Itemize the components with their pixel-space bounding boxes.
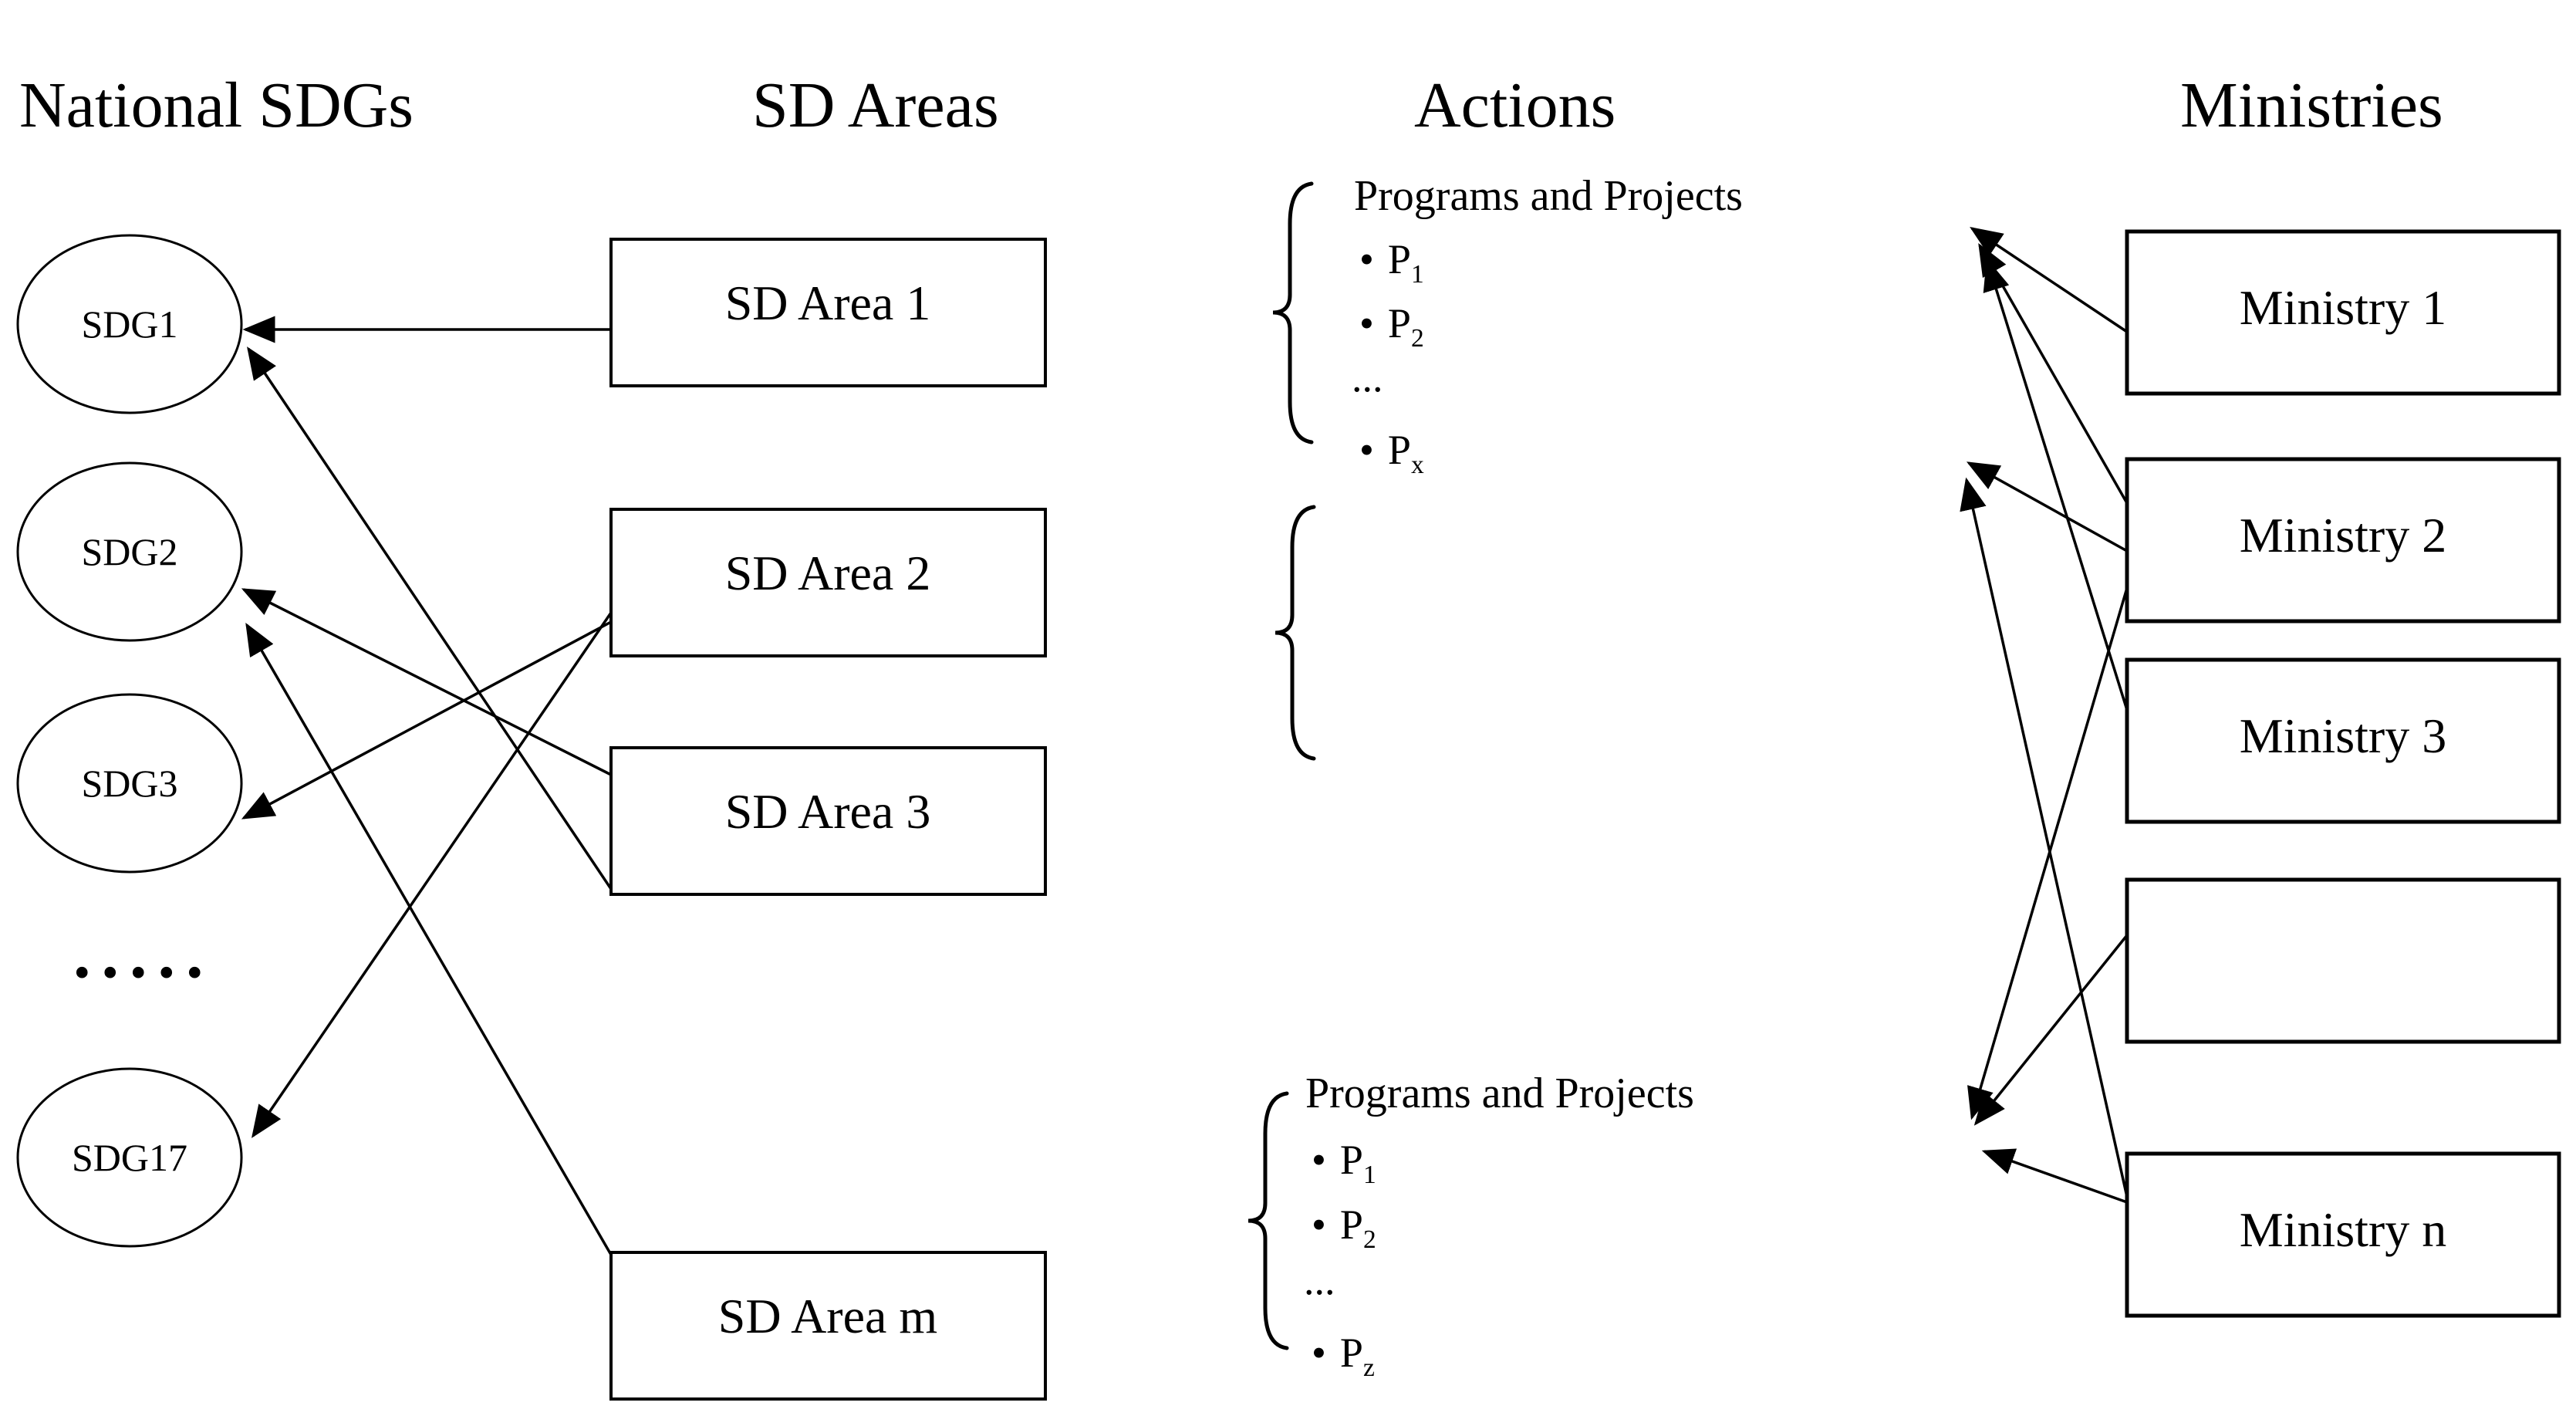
- arrow-ministryn-to-bottom-programs: [1981, 1148, 2128, 1204]
- bullet-icon: •: [1312, 1330, 1326, 1376]
- sdg3-ellipse: [16, 693, 243, 874]
- arrow-sdaream-to-sdg2: [245, 622, 613, 1255]
- sdg17-ellipse: [16, 1067, 243, 1248]
- sd-area-1-box: [609, 238, 1047, 387]
- top-programs-title: Programs and Projects: [1354, 172, 1743, 220]
- sd-area-1-label: SD Area 1: [724, 275, 931, 330]
- arrow-sdarea2-to-sdg17: [252, 612, 613, 1138]
- sdg17-label: SDG17: [71, 1136, 188, 1179]
- arrow-ministry3-to-top-programs: [1983, 258, 2129, 711]
- ministry-to-actions-arrows: [1960, 227, 2129, 1204]
- header-ministries: Ministries: [2180, 69, 2443, 141]
- ministry-n-label: Ministry n: [2239, 1202, 2447, 1257]
- sd-area-2-label: SD Area 2: [724, 546, 931, 600]
- top-program-item-px: •Px: [1359, 427, 1424, 479]
- header-national-sdgs: National SDGs: [19, 69, 414, 141]
- bullet-icon: •: [1312, 1201, 1326, 1248]
- ministry-1-label: Ministry 1: [2239, 280, 2447, 335]
- bullet-icon: •: [1359, 300, 1374, 346]
- arrow-sdarea3-to-sdg2: [241, 588, 612, 776]
- sdg2-ellipse: [16, 461, 243, 642]
- ministry-2-label: Ministry 2: [2239, 508, 2447, 563]
- top-program-item-ellipsis: ...: [1352, 354, 1383, 400]
- ministry-blank-box: [2125, 877, 2561, 1044]
- bottom-program-item-p2: •P2: [1312, 1201, 1376, 1254]
- sdg-ellipsis-dots: .....: [73, 916, 214, 992]
- middle-brace: [1274, 505, 1316, 761]
- arrow-sdarea3-to-sdg1: [247, 346, 613, 890]
- sdg2-label: SDG2: [81, 530, 178, 573]
- sdg1-label: SDG1: [81, 302, 178, 346]
- bottom-program-item-p1: •P1: [1312, 1137, 1376, 1189]
- sd-area-3-box: [609, 746, 1047, 896]
- ministry-3-label: Ministry 3: [2239, 708, 2447, 763]
- sd-area-m-box: [609, 1251, 1047, 1401]
- bottom-program-item-pz: •Pz: [1312, 1330, 1375, 1382]
- ministry-2-box: [2125, 457, 2561, 624]
- top-program-item-p2: •P2: [1359, 300, 1424, 353]
- arrow-sdarea2-to-sdg3: [241, 620, 612, 820]
- sdg3-label: SDG3: [81, 762, 178, 805]
- ministry-3-box: [2125, 657, 2561, 824]
- ministry-n-box: [2125, 1151, 2561, 1318]
- bottom-program-item-ellipsis: ...: [1304, 1257, 1335, 1303]
- header-actions: Actions: [1414, 69, 1616, 141]
- bottom-programs-title: Programs and Projects: [1305, 1070, 1694, 1117]
- header-sd-areas: SD Areas: [752, 69, 999, 141]
- bottom-brace: [1247, 1091, 1289, 1350]
- bullet-icon: •: [1312, 1137, 1326, 1183]
- sd-area-to-sdg-arrows: [241, 316, 613, 1255]
- arrow-ministry2-to-bottom-programs: [1967, 587, 2129, 1120]
- sdg1-ellipse: [16, 234, 243, 414]
- bullet-icon: •: [1359, 236, 1374, 282]
- arrow-ministry2-to-top-px: [1966, 461, 2128, 553]
- arrow-ministryn-to-top-px: [1960, 477, 2129, 1198]
- sd-area-2-box: [609, 508, 1047, 657]
- sd-area-m-label: SD Area m: [717, 1289, 938, 1343]
- ministry-1-box: [2125, 229, 2561, 396]
- sd-area-3-label: SD Area 3: [724, 784, 931, 839]
- top-program-item-p1: •P1: [1359, 236, 1424, 289]
- top-brace: [1272, 181, 1314, 444]
- arrow-blankbox-to-bottom-programs: [1973, 934, 2129, 1126]
- arrow-ministry1-to-top-programs: [1970, 227, 2128, 333]
- action-braces: [1247, 181, 1316, 1350]
- bullet-icon: •: [1359, 427, 1374, 473]
